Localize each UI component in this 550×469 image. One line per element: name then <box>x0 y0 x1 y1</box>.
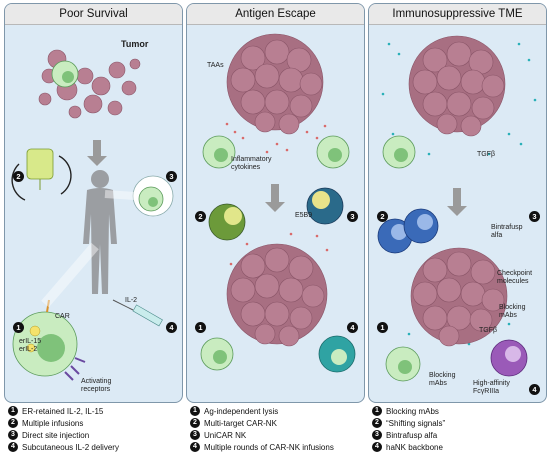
marker-3: 3 <box>166 171 177 182</box>
legend-number: 3 <box>190 430 200 440</box>
high-affinity-label: High-affinity FcγRIIIa <box>473 380 510 395</box>
legend-number: 3 <box>372 430 382 440</box>
checkpoint-label: Checkpoint molecules <box>497 270 533 285</box>
marker-1: 1 <box>377 322 388 333</box>
panel-title: Antigen Escape <box>187 4 364 25</box>
legend-text: Multiple infusions <box>22 419 84 428</box>
marker-4: 4 <box>166 322 177 333</box>
down-arrow <box>87 140 107 166</box>
legend-number: 2 <box>190 418 200 428</box>
human-silhouette <box>83 170 117 294</box>
marker-3: 3 <box>347 211 358 222</box>
activating-receptors-label: Activating receptors <box>81 378 112 393</box>
legend-item: 1 Ag-independent lysis <box>190 406 363 418</box>
tumor-mass-top <box>408 35 506 137</box>
tumor-mass-bottom <box>226 243 328 347</box>
marker-3: 3 <box>529 211 540 222</box>
legend-item: 3 Direct site injection <box>8 430 181 442</box>
panel-poor-survival: Poor Survival <box>4 3 183 403</box>
legend-number: 2 <box>8 418 18 428</box>
tumor-label: Tumor <box>121 39 149 49</box>
legend-poor-survival: 1 ER-retained IL-2, IL-15 2 Multiple infus… <box>4 406 181 466</box>
legend-item: 4 haNK backbone <box>372 442 545 454</box>
legend-number: 1 <box>372 406 382 416</box>
legend-number: 4 <box>372 442 382 452</box>
legend-text: Multi-target CAR-NK <box>204 419 277 428</box>
bintrafusp-label: Bintrafusp alfa <box>491 224 523 239</box>
marker-1: 1 <box>13 322 24 333</box>
blocking-mabs-label-1: Blocking mAbs <box>499 304 526 319</box>
legend-item: 3 Bintrafusp alfa <box>372 430 545 442</box>
legend-item: 2 Multiple infusions <box>8 418 181 430</box>
tme-illustration <box>377 35 537 382</box>
marker-2: 2 <box>377 211 388 222</box>
syringe <box>112 299 163 327</box>
legend-text: Bintrafusp alfa <box>386 431 438 440</box>
legend-text: ER-retained IL-2, IL-15 <box>22 407 104 416</box>
legend-number: 2 <box>372 418 382 428</box>
legend-item: 2 Multi-target CAR-NK <box>190 418 363 430</box>
legend-item: 1 Blocking mAbs <box>372 406 545 418</box>
legend-item: 1 ER-retained IL-2, IL-15 <box>8 406 181 418</box>
car-label: CAR <box>55 313 70 320</box>
il15-label: erIL-15 <box>19 338 42 345</box>
legend-text: UniCAR NK <box>204 431 247 440</box>
panel-antigen-escape: Antigen Escape <box>186 3 365 403</box>
blocking-mabs-label-2: Blocking mAbs <box>429 372 456 387</box>
legend-number: 4 <box>8 442 18 452</box>
tgfb-label: TGFβ <box>477 151 496 158</box>
legend-text: haNK backbone <box>386 443 443 452</box>
legend-text: Ag-independent lysis <box>204 407 279 416</box>
antigen-escape-illustration <box>200 33 356 373</box>
legend-antigen-escape: 1 Ag-independent lysis 2 Multi-target CAR-… <box>186 406 363 466</box>
il2-label: IL-2 <box>125 297 138 304</box>
legend-number: 4 <box>190 442 200 452</box>
legend-number: 1 <box>190 406 200 416</box>
legend-item: 4 Multiple rounds of CAR-NK infusions <box>190 442 363 454</box>
taas-label: TAAs <box>207 62 224 69</box>
marker-4: 4 <box>529 384 540 395</box>
infusion-bag <box>26 148 54 180</box>
down-arrow <box>265 184 285 212</box>
legend-text: Multiple rounds of CAR-NK infusions <box>204 443 334 452</box>
marker-4: 4 <box>347 322 358 333</box>
tgfb-label-2: TGFβ <box>479 327 498 334</box>
il2er-label: erIL-2 <box>19 346 38 353</box>
panel-title: Poor Survival <box>5 4 182 25</box>
e5b9-label: E5B9 <box>295 212 313 219</box>
legend-item: 2 “Shifting signals” <box>372 418 545 430</box>
panel-title: Immunosuppressive TME <box>369 4 546 25</box>
marker-2: 2 <box>13 171 24 182</box>
cytokine-dots <box>225 122 329 266</box>
legend-number: 3 <box>8 430 18 440</box>
legend-item: 3 UniCAR NK <box>190 430 363 442</box>
legend-item: 4 Subcutaneous IL-2 delivery <box>8 442 181 454</box>
legend-text: Blocking mAbs <box>386 407 439 416</box>
legend-text: “Shifting signals” <box>386 419 446 428</box>
activating-receptors <box>64 357 86 381</box>
inflammatory-cytokines-label: Inflammatory cytokines <box>231 156 272 171</box>
legend-text: Subcutaneous IL-2 delivery <box>22 443 119 452</box>
legend-text: Direct site injection <box>22 431 90 440</box>
legend-tme: 1 Blocking mAbs 2 “Shifting signals” 3 Bint… <box>368 406 545 466</box>
tumor-cells <box>38 49 141 119</box>
marker-1: 1 <box>195 322 206 333</box>
marker-2: 2 <box>195 211 206 222</box>
tumor-mass-top <box>226 33 324 135</box>
legend-number: 1 <box>8 406 18 416</box>
poor-survival-illustration <box>11 49 174 381</box>
tumor-mass-bottom <box>410 247 508 347</box>
panel-immunosuppressive-tme: Immunosuppressive TME <box>368 3 547 403</box>
down-arrow <box>447 188 467 216</box>
